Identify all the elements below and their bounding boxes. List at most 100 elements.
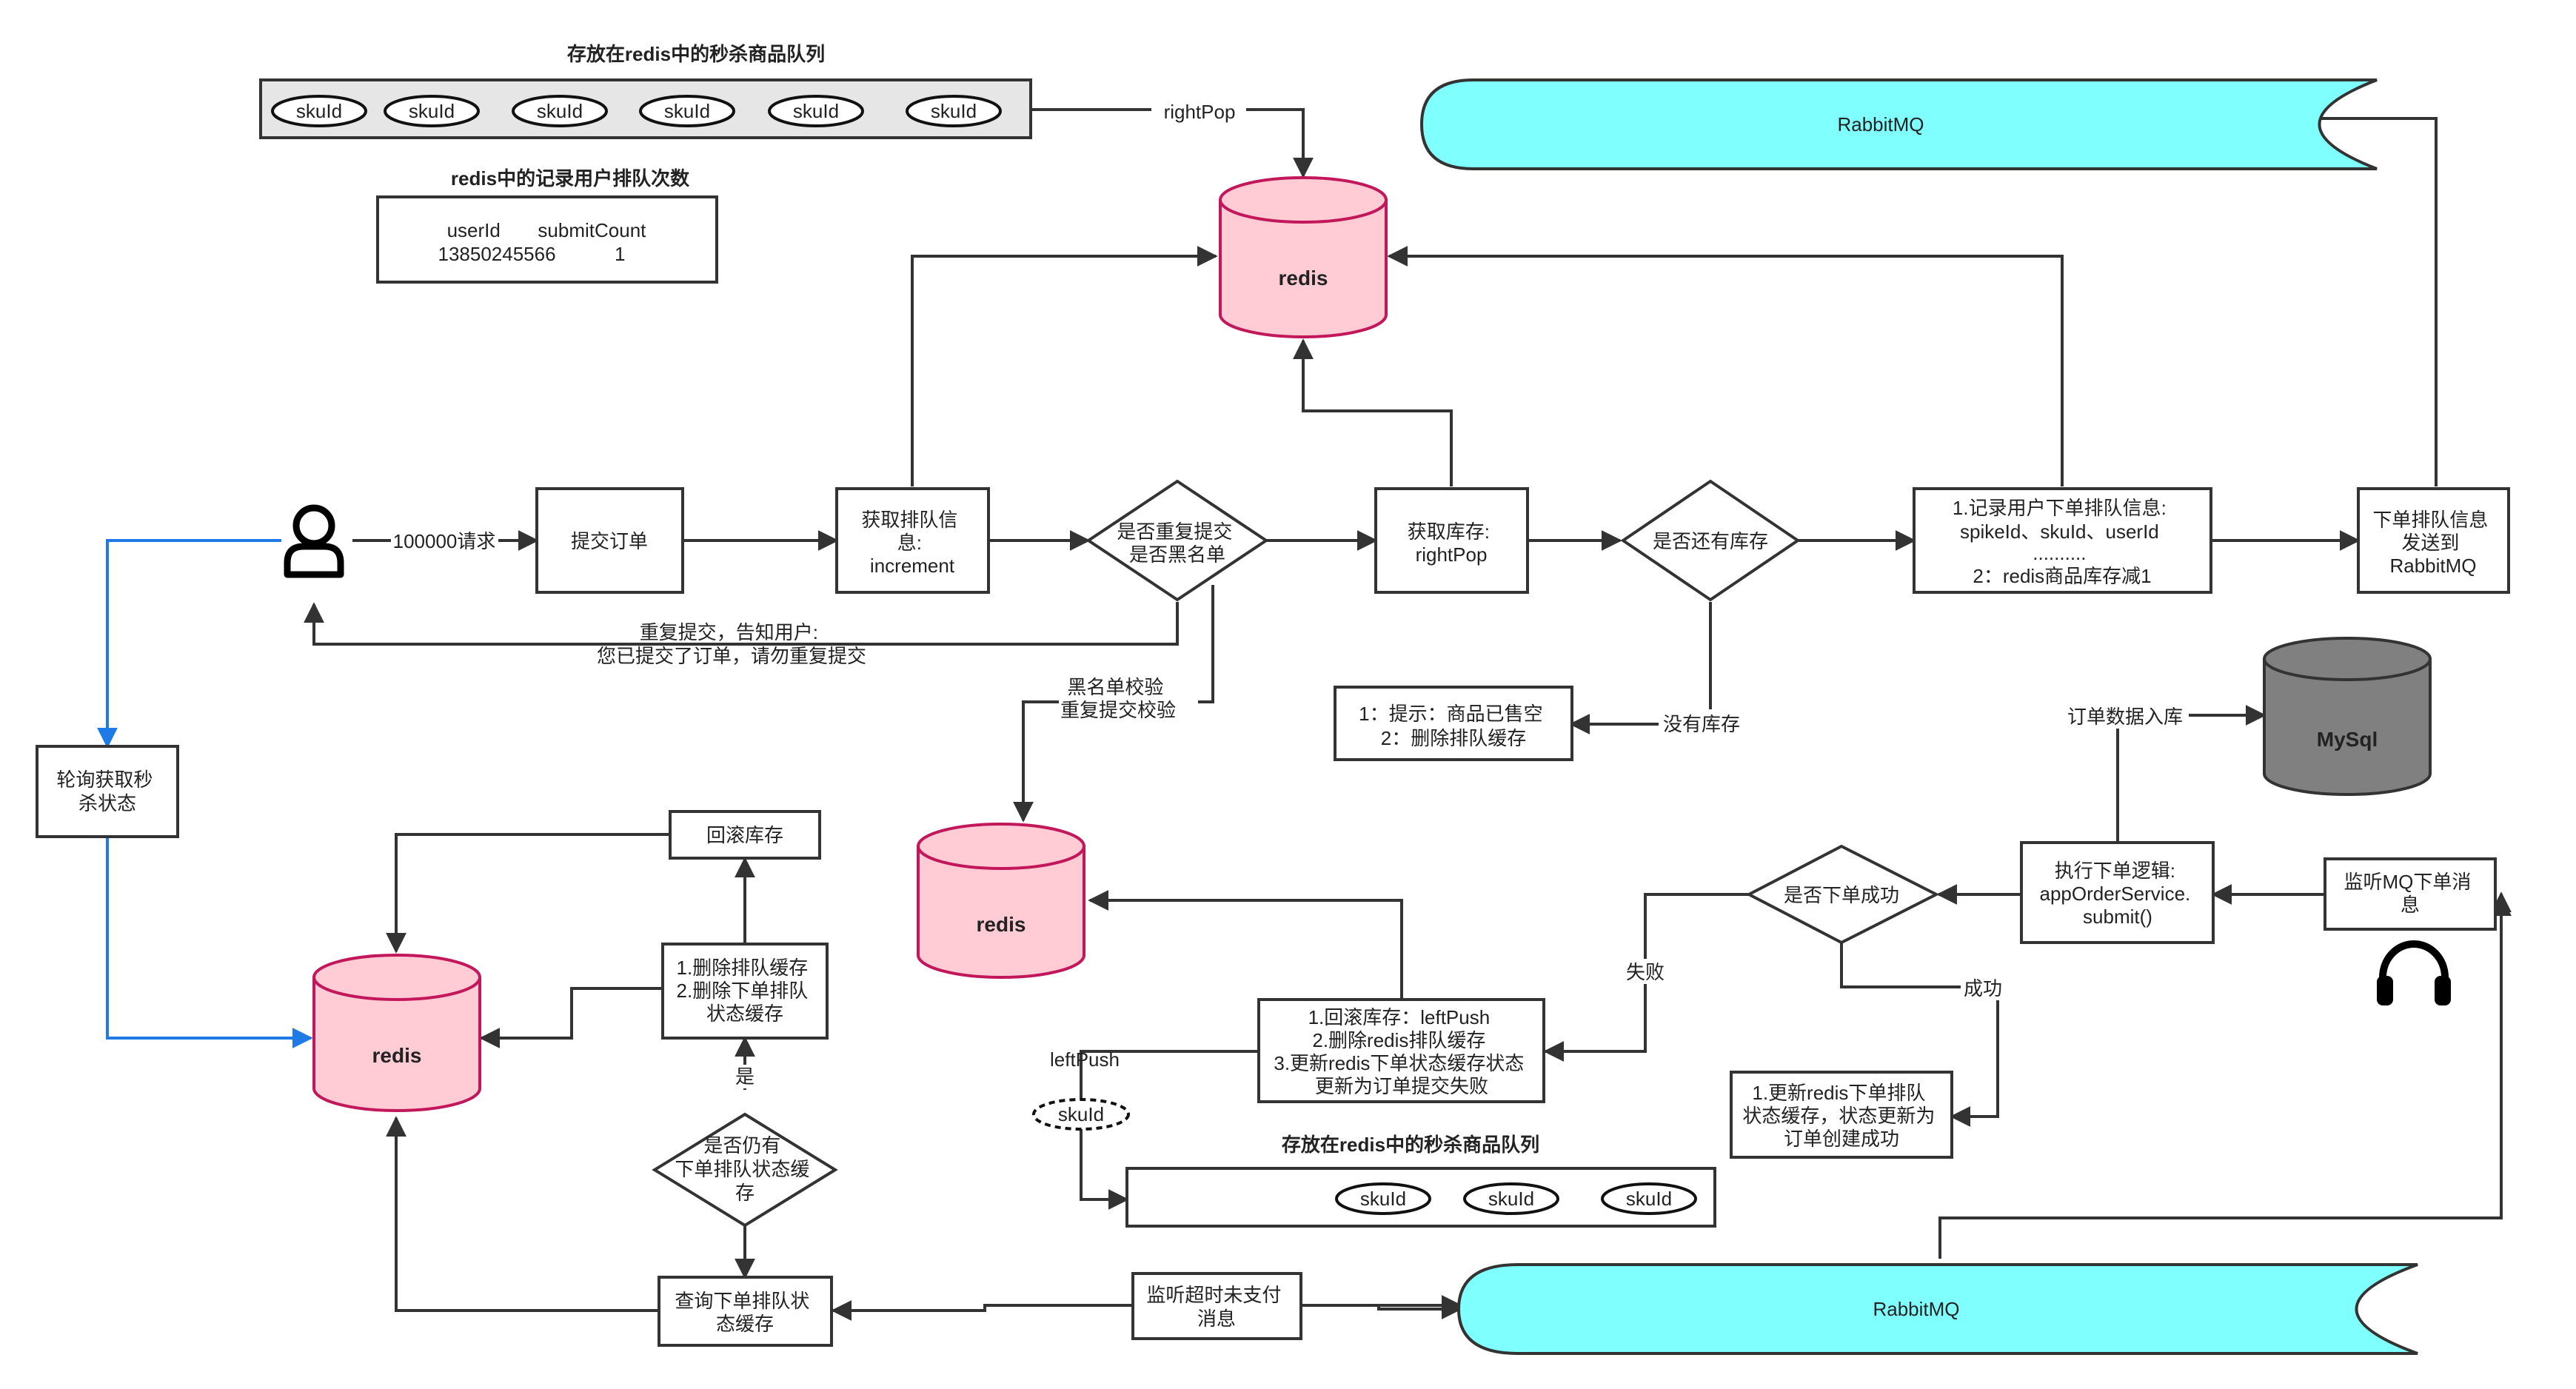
- duplicate-label: 重复提交，告知用户: 您已提交了订单，请勿重复提交: [597, 621, 866, 667]
- fail-label: 失败: [1626, 961, 1665, 983]
- rabbitmq-bottom-label: RabbitMQ: [1873, 1298, 1959, 1320]
- edge-user-to-poll: [97, 539, 281, 749]
- edge-rollback-to-redisleft: [386, 833, 670, 954]
- submit-order-box: [535, 487, 684, 594]
- submit-count-header: userId submitCount: [447, 219, 647, 241]
- submit-count-title: redis中的记录用户排队次数: [451, 167, 690, 190]
- query-status-box: [658, 1276, 833, 1347]
- queue-item-label: skuId: [537, 100, 583, 122]
- mysql-db: MySql: [2263, 637, 2432, 796]
- exec-order-box: [2020, 841, 2215, 944]
- queue-item: [906, 95, 1002, 127]
- edge-exec-to-mysql: [2116, 705, 2266, 843]
- update-success-label: 1.更新redis下单排队 状态缓存，状态更新为 订单创建成功: [1742, 1082, 1940, 1150]
- success-label: 成功: [1964, 977, 2002, 1000]
- queue-item: [639, 95, 735, 127]
- edge-nostock: [1569, 602, 1712, 734]
- delete-cache-box: [661, 943, 829, 1040]
- queue-item-label: skuId: [664, 100, 710, 122]
- redis-main: redis: [1219, 176, 1388, 338]
- get-stock-box: [1374, 487, 1529, 594]
- headphones-icon: [2377, 940, 2451, 1005]
- queue-item-label: skuId: [931, 100, 977, 122]
- queue-item: [384, 95, 480, 127]
- queue-item-label: skuId: [1360, 1188, 1406, 1210]
- delete-cache-label: 1.删除排队缓存 2.删除下单排队 状态缓存: [677, 957, 814, 1025]
- edge-stock-to-redis: [1293, 338, 1453, 486]
- listen-timeout-label: 监听超时未支付 消息: [1146, 1284, 1286, 1330]
- exec-order-label: 执行下单逻辑: appOrderService. submit(): [2040, 860, 2196, 928]
- redis-main-label: redis: [1279, 267, 1328, 289]
- fail-label-bg: [1625, 959, 1666, 984]
- order-success-diamond: [1745, 844, 1940, 945]
- still-queued-diamond: [652, 1112, 838, 1228]
- edge-sendmq-to-rabbitmq: [2265, 108, 2438, 486]
- edge-poll-to-redisleft: [106, 837, 313, 1048]
- rollback-stock-box: [669, 810, 821, 860]
- poll-status-box: [36, 745, 179, 838]
- sold-out-box: [1334, 686, 1573, 761]
- submit-count-box: [376, 195, 718, 284]
- edge-duplicate-to-user: [304, 602, 1179, 646]
- has-stock-diamond: [1620, 479, 1801, 602]
- user-icon: [284, 504, 344, 578]
- sku-bubble: [1032, 1098, 1130, 1131]
- query-status-label: 查询下单排队状 态缓存: [675, 1290, 814, 1335]
- edge-delete-to-redisleft: [479, 987, 663, 1048]
- rabbitmq-top-shape: [1419, 78, 2378, 170]
- dup-check-label: 是否重复提交 是否黑名单: [1117, 521, 1237, 566]
- sku-bubble-label: skuId: [1058, 1103, 1104, 1125]
- top-queue-items: skuId skuId skuId skuId skuId skuId: [271, 95, 1002, 127]
- get-stock-label: 获取库存: rightPop: [1408, 521, 1495, 566]
- get-queue-info-label: 获取排队信 息: increment: [861, 509, 963, 577]
- queue-item: [1335, 1182, 1431, 1215]
- rabbitmq-bottom: RabbitMQ: [1456, 1263, 2418, 1355]
- requests-label-bg: [391, 527, 498, 552]
- redis-mid: redis: [917, 823, 1085, 979]
- dup-check-diamond: [1085, 479, 1269, 602]
- no-stock-label: 没有库存: [1663, 713, 1740, 735]
- edge-timeout-to-query: [831, 1300, 1133, 1321]
- listen-mq-box: [2324, 857, 2497, 931]
- queue-item: [1463, 1182, 1559, 1215]
- bottom-queue-title: 存放在redis中的秒杀商品队列: [1282, 1134, 1539, 1156]
- poll-status-label: 轮询获取秒 杀状态: [56, 769, 158, 814]
- top-queue-title: 存放在redis中的秒杀商品队列: [567, 43, 825, 65]
- edge-rabbitmq-bottom-to-listen: [1938, 895, 2512, 1259]
- yes-label-bg: [733, 1065, 757, 1088]
- order-success-label: 是否下单成功: [1784, 884, 1899, 906]
- mysql-label: MySql: [2317, 728, 2378, 751]
- submit-count-row: 13850245566 1: [438, 243, 626, 265]
- edge-rollback-to-redismid: [1088, 890, 1403, 1000]
- get-queue-info-box: [835, 487, 990, 594]
- edge-timeout-to-rabbitmq-bottom: [1301, 1299, 1462, 1319]
- rollback-box-label: 1.回滚库存：leftPush 2.删除redis排队缓存 3.更新redis下…: [1274, 1006, 1529, 1097]
- edge-leftpush-to-queue: [1080, 1128, 1129, 1210]
- submit-order-label: 提交订单: [571, 530, 648, 552]
- edge-rightpop: [1031, 108, 1314, 178]
- redis-left-label: redis: [372, 1044, 422, 1067]
- rightpop-label: rightPop: [1164, 101, 1236, 123]
- queue-item: [1601, 1182, 1697, 1215]
- redis-left: redis: [312, 954, 481, 1112]
- send-mq-box: [2357, 487, 2510, 594]
- has-stock-label: 是否还有库存: [1653, 530, 1768, 552]
- rabbitmq-top: RabbitMQ: [1419, 78, 2378, 170]
- sold-out-label: 1：提示：商品已售空 2：删除排队缓存: [1359, 703, 1548, 749]
- queue-item-label: skuId: [409, 100, 455, 122]
- check-label-bg: [1059, 672, 1198, 726]
- queue-item-label: skuId: [296, 100, 342, 122]
- record-info-box: [1913, 487, 2212, 594]
- order-insert-label-bg: [2064, 703, 2189, 729]
- rollback-box: [1257, 998, 1545, 1103]
- queue-item: [512, 95, 608, 127]
- rabbitmq-bottom-shape: [1456, 1263, 2418, 1355]
- success-label-bg: [1961, 975, 2004, 1000]
- queue-item: [271, 95, 367, 127]
- rabbitmq-top-label: RabbitMQ: [1837, 113, 1924, 135]
- rightpop-label-bg: [1151, 99, 1246, 123]
- rollback-stock-label: 回滚库存: [706, 824, 783, 846]
- redis-mid-label: redis: [977, 913, 1026, 936]
